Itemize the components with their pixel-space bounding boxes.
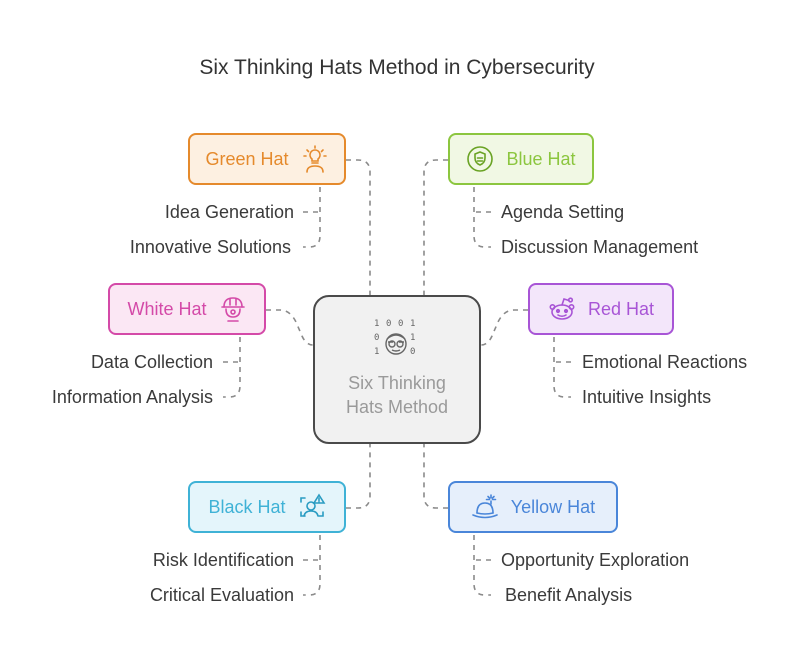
yellow-hat-label: Yellow Hat	[510, 496, 596, 517]
svg-text:1: 1	[374, 347, 379, 357]
bracket-red	[553, 337, 571, 398]
red-hat-label: Red Hat	[587, 298, 655, 319]
black-hat-box: Black Hat	[188, 481, 346, 533]
green-hat-box: Green Hat	[188, 133, 346, 185]
connector-white	[266, 309, 314, 346]
yellow-hat-box: Yellow Hat	[448, 481, 618, 533]
connector-black	[346, 444, 371, 509]
white-hat-box: White Hat	[108, 283, 266, 335]
connector-red	[480, 309, 528, 346]
red-hat-box: Red Hat	[528, 283, 674, 335]
svg-text:0: 0	[386, 319, 391, 329]
reddit-alien-icon	[548, 295, 576, 323]
blue-hat-item-1: Agenda Setting	[501, 202, 625, 222]
bracket-black	[303, 535, 321, 596]
blue-hat-label: Blue Hat	[506, 148, 576, 169]
red-hat-item-1: Emotional Reactions	[582, 352, 748, 372]
green-hat-item-2: Innovative Solutions	[129, 237, 291, 257]
bracket-yellow	[473, 535, 491, 596]
diagram-title: Six Thinking Hats Method in Cybersecurit…	[199, 56, 595, 79]
white-hat-item-1: Data Collection	[90, 352, 213, 372]
blue-hat-item-2: Discussion Management	[501, 237, 699, 257]
connector-blue	[423, 159, 448, 295]
svg-text:0: 0	[398, 319, 403, 329]
svg-text:0: 0	[410, 347, 415, 357]
white-hat-item-2: Information Analysis	[51, 387, 213, 407]
black-hat-item-2: Critical Evaluation	[149, 585, 294, 605]
hard-hat-worker-icon	[219, 295, 247, 323]
connector-green	[346, 159, 371, 295]
svg-text:1: 1	[410, 333, 415, 343]
central-label: Six Thinking Hats Method	[345, 373, 449, 417]
bracket-blue	[473, 187, 491, 248]
face-scan-alert-icon	[298, 493, 326, 521]
lightbulb-person-icon	[301, 145, 329, 173]
svg-text:1: 1	[410, 319, 415, 329]
sparkle-hat-icon	[471, 493, 499, 521]
yellow-hat-item-1: Opportunity Exploration	[501, 550, 690, 570]
green-hat-label: Green Hat	[205, 148, 289, 169]
red-hat-item-2: Intuitive Insights	[582, 387, 712, 407]
svg-text:0: 0	[374, 333, 379, 343]
white-hat-label: White Hat	[127, 298, 207, 319]
black-hat-item-1: Risk Identification	[152, 550, 294, 570]
green-hat-item-1: Idea Generation	[164, 202, 294, 222]
svg-text:1: 1	[374, 319, 379, 329]
black-hat-label: Black Hat	[208, 496, 286, 517]
bracket-green	[303, 187, 321, 248]
blue-hat-box: Blue Hat	[448, 133, 594, 185]
yellow-hat-item-2: Benefit Analysis	[505, 585, 633, 605]
globe-shield-icon	[466, 145, 494, 173]
connector-yellow	[423, 444, 448, 509]
bracket-white	[223, 337, 241, 398]
